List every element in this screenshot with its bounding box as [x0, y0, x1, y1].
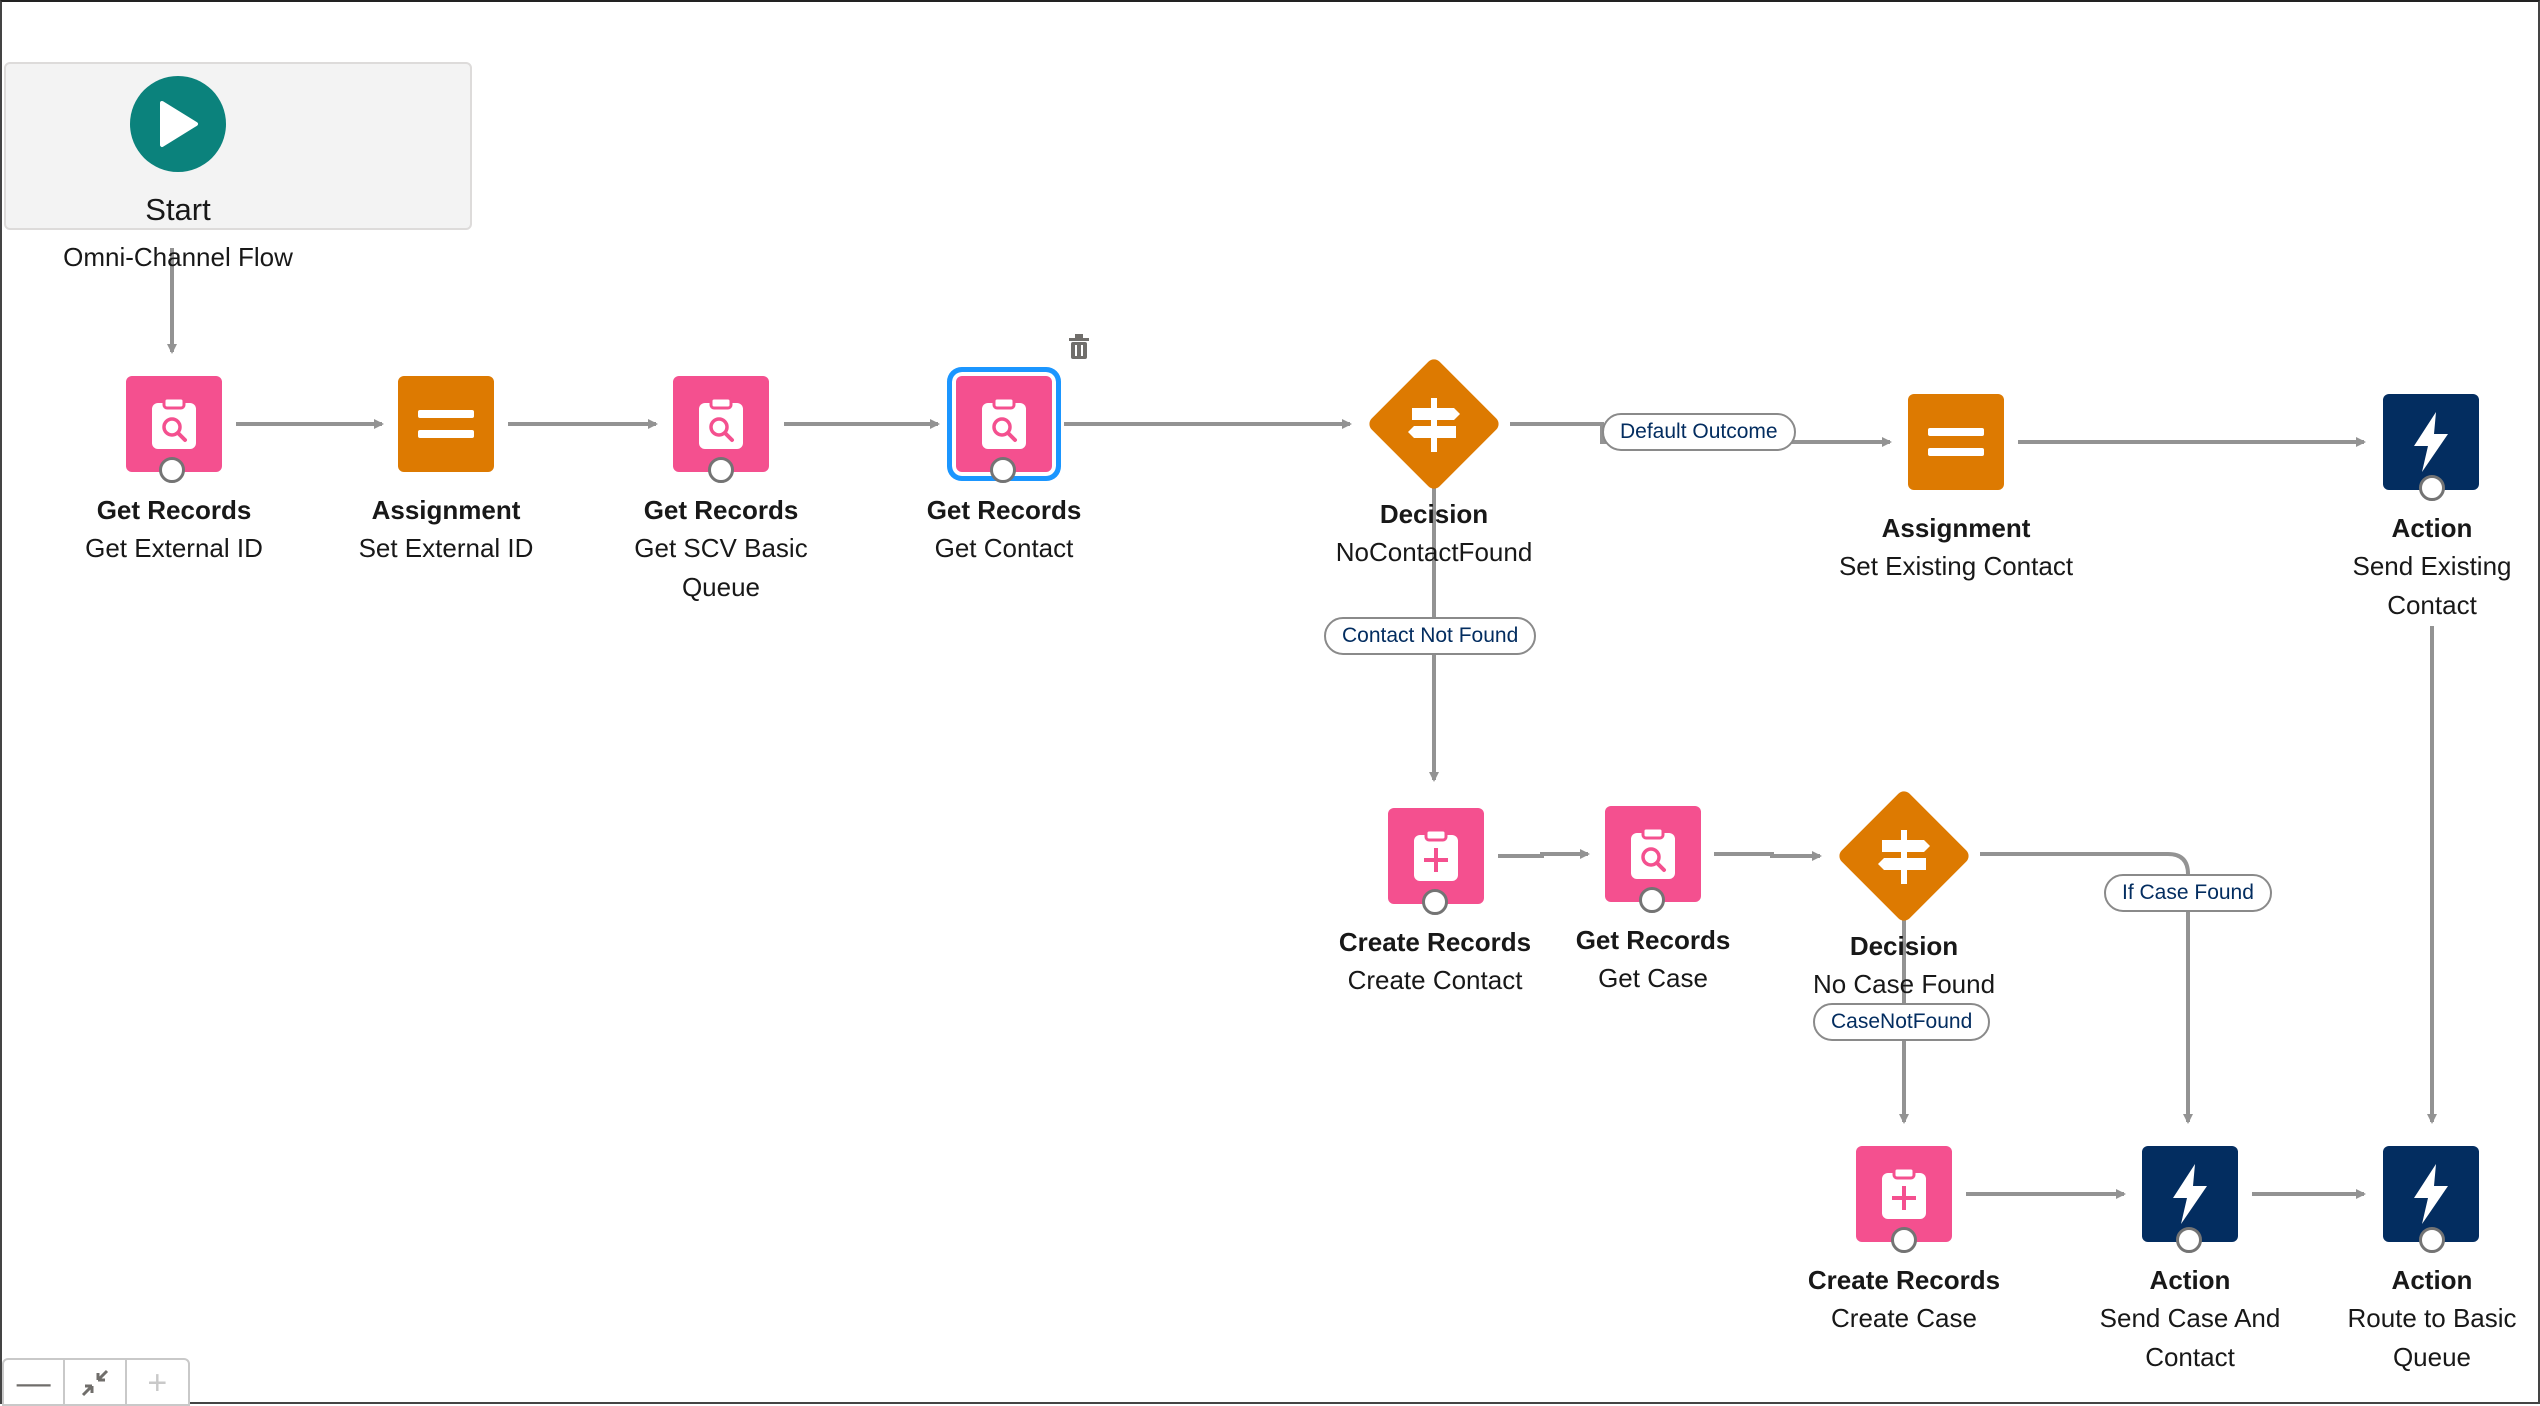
connector-create-contact-to-get-case: [1498, 849, 1590, 859]
node-type-label: Assignment: [1881, 513, 2031, 543]
node-name-label: Route to Basic Queue: [2347, 1303, 2517, 1372]
lightning-bolt-icon[interactable]: [2383, 394, 2479, 490]
lightning-bolt-icon[interactable]: [2383, 1146, 2479, 1242]
node-connector-handle[interactable]: [2176, 1227, 2202, 1253]
start-card[interactable]: Start Omni-Channel Flow: [4, 62, 472, 272]
node-connector-handle[interactable]: [1422, 889, 1448, 915]
node-name-label: Get External ID: [85, 533, 263, 563]
node-type-label: Action: [2391, 513, 2473, 543]
play-icon[interactable]: [130, 76, 226, 172]
node-connector-handle[interactable]: [1639, 887, 1665, 913]
node-type-label: Decision: [1849, 931, 1959, 961]
signpost-icon: [1386, 376, 1482, 472]
node-name-label: Set Existing Contact: [1838, 551, 2074, 581]
node-type-label: Create Records: [1338, 927, 1532, 957]
fit-to-view-button[interactable]: [65, 1360, 127, 1406]
node-type-label: Decision: [1379, 499, 1489, 529]
node-name-label: Create Contact: [1347, 965, 1523, 995]
equals-icon[interactable]: [1908, 394, 2004, 490]
start-subtitle: Omni-Channel Flow: [63, 242, 293, 272]
node-type-label: Create Records: [1807, 1265, 2001, 1295]
node-connector-handle[interactable]: [708, 457, 734, 483]
outcome-if-case-found[interactable]: If Case Found: [2104, 874, 2272, 912]
clipboard-plus-icon[interactable]: [1388, 808, 1484, 904]
outcome-case-not-found[interactable]: CaseNotFound: [1813, 1003, 1991, 1041]
clipboard-search-icon[interactable]: [1605, 806, 1701, 902]
node-name-label: No Case Found: [1812, 969, 1996, 999]
node-type-label: Action: [2149, 1265, 2231, 1295]
connector-decision-case-found-to-send-case: [1980, 852, 2193, 1124]
node-name-label: Get SCV Basic Queue: [634, 533, 808, 602]
node-connector-handle[interactable]: [2419, 475, 2445, 501]
zoom-in-button[interactable]: +: [147, 1363, 168, 1402]
signpost-icon: [1856, 808, 1952, 904]
outcome-default[interactable]: Default Outcome: [1602, 413, 1796, 451]
clipboard-search-icon[interactable]: [673, 376, 769, 472]
node-type-label: Get Records: [1575, 925, 1731, 955]
start-title: Start: [145, 192, 211, 227]
node-connector-handle[interactable]: [159, 457, 185, 483]
equals-icon[interactable]: [398, 376, 494, 472]
clipboard-search-icon[interactable]: [949, 369, 1059, 479]
node-connector-handle[interactable]: [990, 457, 1016, 483]
node-name-label: Get Case: [1598, 963, 1708, 993]
node-connector-handle[interactable]: [1891, 1227, 1917, 1253]
collapse-arrows-icon: [81, 1369, 109, 1397]
node-name-label: Send Case And Contact: [2099, 1303, 2281, 1372]
lightning-bolt-icon[interactable]: [2142, 1146, 2238, 1242]
clipboard-plus-icon[interactable]: [1856, 1146, 1952, 1242]
node-type-label: Assignment: [371, 495, 521, 525]
node-name-label: Get Contact: [934, 533, 1074, 563]
node-name-label: NoContactFound: [1335, 537, 1533, 567]
connector-get-case-to-decision: [1714, 851, 1822, 861]
node-name-label: Set External ID: [358, 533, 534, 563]
node-connector-handle[interactable]: [2419, 1227, 2445, 1253]
node-type-label: Get Records: [96, 495, 252, 525]
node-type-label: Action: [2391, 1265, 2473, 1295]
node-name-label: Create Case: [1831, 1303, 1977, 1333]
clipboard-search-icon[interactable]: [126, 376, 222, 472]
zoom-out-button[interactable]: —: [4, 1360, 66, 1406]
node-type-label: Get Records: [926, 495, 1082, 525]
zoom-controls: — +: [2, 1358, 190, 1406]
trash-icon[interactable]: [1068, 334, 1090, 360]
node-name-label: Send Existing Contact: [2352, 551, 2512, 620]
outcome-contact-not-found[interactable]: Contact Not Found: [1324, 617, 1537, 655]
node-type-label: Get Records: [643, 495, 799, 525]
